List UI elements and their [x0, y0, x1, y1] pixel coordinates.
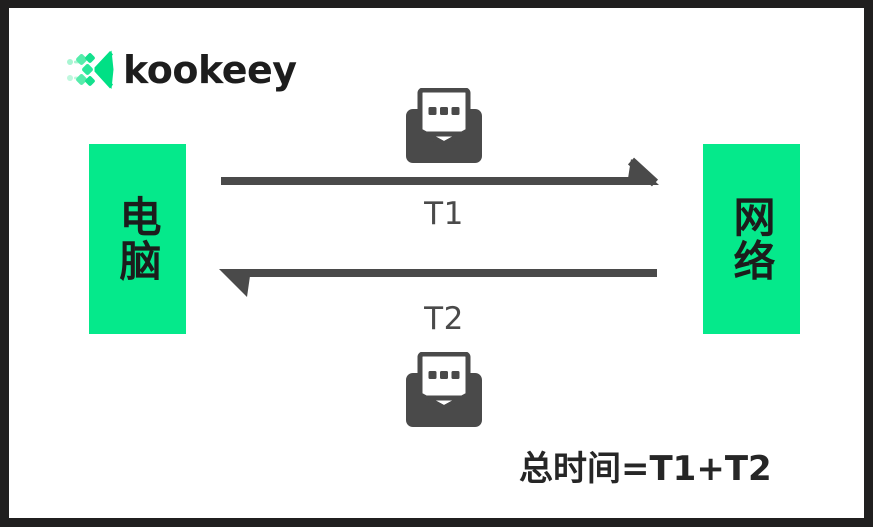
endpoint-label-computer: 电脑: [113, 195, 163, 283]
flow-arrow-t2: [219, 269, 657, 297]
total-time-formula: 总时间=T1+T2: [519, 449, 772, 489]
kookeey-k-pixel-mark-icon: [67, 50, 114, 89]
brand-logo: kookeey: [66, 44, 297, 96]
endpoint-box-network: 网络: [703, 144, 800, 334]
flow-label-t2: T2: [424, 301, 464, 337]
brand-name: kookeey: [123, 48, 297, 92]
endpoint-box-computer: 电脑: [89, 144, 186, 334]
diagram-canvas: kookeey 电脑 网络 T1: [9, 8, 864, 518]
flow-arrow-t1: [221, 157, 659, 187]
flow-label-t1: T1: [424, 196, 464, 232]
endpoint-label-network: 网络: [727, 195, 777, 283]
envelope-open-message-icon: [406, 88, 482, 163]
envelope-open-message-icon: [406, 352, 482, 427]
